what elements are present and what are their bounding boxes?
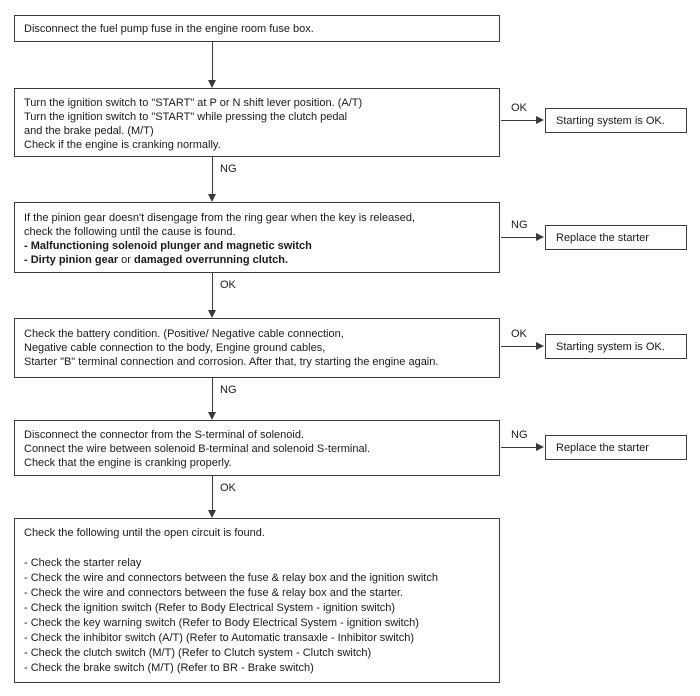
result-text: Starting system is OK. <box>556 340 665 353</box>
step-text-line: - Check the clutch switch (M/T) (Refer t… <box>24 647 372 659</box>
step-text-line: Starter "B" terminal connection and corr… <box>24 356 439 368</box>
down-arrowhead-icon-4 <box>208 412 216 420</box>
step-box-2: Turn the ignition switch to "START" at P… <box>14 88 500 157</box>
step-text-line: - Dirty pinion gear or damaged overrunni… <box>24 253 490 267</box>
down-arrow-line-2 <box>212 157 213 194</box>
down-arrowhead-icon-1 <box>208 80 216 88</box>
step-text-segment: or <box>118 254 135 266</box>
step-text-line: Turn the ignition switch to "START" whil… <box>24 111 348 123</box>
step-text-line: - Check the starter relay <box>24 557 142 569</box>
branch-label-ng: NG <box>220 384 237 396</box>
step-text-line: Check the battery condition. (Positive/ … <box>24 328 344 340</box>
result-text: Replace the starter <box>556 441 649 454</box>
step-text-line <box>24 541 490 556</box>
right-arrow-line-1 <box>501 120 536 121</box>
step-text-line: Turn the ignition switch to "START" at P… <box>24 97 363 109</box>
step-text-line: - Check the wire and connectors between … <box>24 572 438 584</box>
right-arrow-line-2 <box>501 237 536 238</box>
step-text-line: - Check the ignition switch (Refer to Bo… <box>24 602 396 614</box>
branch-label-ng: NG <box>220 163 237 175</box>
step-text-line: Check that the engine is cranking proper… <box>24 457 232 469</box>
down-arrowhead-icon-2 <box>208 194 216 202</box>
right-arrow-line-4 <box>501 447 536 448</box>
right-arrow-line-3 <box>501 346 536 347</box>
step-text-line: and the brake pedal. (M/T) <box>24 125 154 137</box>
result-box-1: Starting system is OK. <box>545 108 687 133</box>
step-text-line: If the pinion gear doesn't disengage fro… <box>24 212 416 224</box>
result-text: Replace the starter <box>556 231 649 244</box>
step-text-line: Check the following until the open circu… <box>24 527 265 539</box>
right-arrowhead-icon-4 <box>536 443 544 451</box>
step-text-segment: damaged overrunning clutch. <box>134 254 289 266</box>
result-text: Starting system is OK. <box>556 114 665 127</box>
branch-label-ok: OK <box>220 279 236 291</box>
step-text-line: Connect the wire between solenoid B-term… <box>24 443 371 455</box>
down-arrow-line-3 <box>212 273 213 310</box>
step-box-3: If the pinion gear doesn't disengage fro… <box>14 202 500 273</box>
step-text-segment: - Dirty pinion gear <box>24 254 119 266</box>
result-box-3: Starting system is OK. <box>545 334 687 359</box>
down-arrow-line-4 <box>212 378 213 412</box>
down-arrowhead-icon-3 <box>208 310 216 318</box>
step-text-line: - Malfunctioning solenoid plunger and ma… <box>24 240 312 252</box>
branch-label-ng: NG <box>511 219 528 231</box>
step-text-line: - Check the brake switch (M/T) (Refer to… <box>24 662 314 674</box>
branch-label-ng: NG <box>511 429 528 441</box>
step-text-line: Check if the engine is cranking normally… <box>24 139 221 151</box>
right-arrowhead-icon-1 <box>536 116 544 124</box>
step-box-6: Check the following until the open circu… <box>14 518 500 683</box>
step-box-4: Check the battery condition. (Positive/ … <box>14 318 500 378</box>
step-text-line: Disconnect the connector from the S-term… <box>24 429 305 441</box>
step-text-line: Disconnect the fuel pump fuse in the eng… <box>24 23 314 35</box>
step-text-line: - Check the key warning switch (Refer to… <box>24 617 419 629</box>
down-arrowhead-icon-5 <box>208 510 216 518</box>
branch-label-ok: OK <box>511 102 527 114</box>
step-text-line: Negative cable connection to the body, E… <box>24 342 326 354</box>
result-box-2: Replace the starter <box>545 225 687 250</box>
step-box-1: Disconnect the fuel pump fuse in the eng… <box>14 15 500 42</box>
step-box-5: Disconnect the connector from the S-term… <box>14 420 500 476</box>
right-arrowhead-icon-2 <box>536 233 544 241</box>
branch-label-ok: OK <box>511 328 527 340</box>
step-text-line: check the following until the cause is f… <box>24 226 236 238</box>
branch-label-ok: OK <box>220 482 236 494</box>
right-arrowhead-icon-3 <box>536 342 544 350</box>
down-arrow-line-5 <box>212 476 213 510</box>
step-text-line: - Check the wire and connectors between … <box>24 587 404 599</box>
down-arrow-line-1 <box>212 42 213 80</box>
step-text-line: - Check the inhibitor switch (A/T) (Refe… <box>24 632 415 644</box>
result-box-4: Replace the starter <box>545 435 687 460</box>
